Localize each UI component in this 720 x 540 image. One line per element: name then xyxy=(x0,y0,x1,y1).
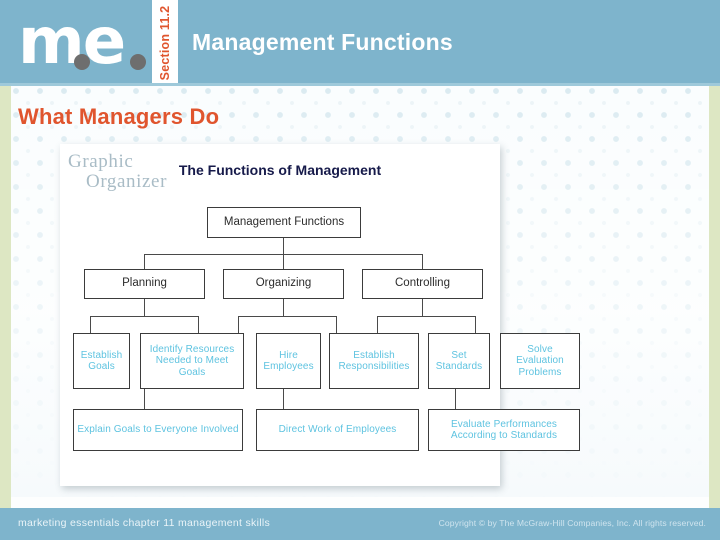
logo-text: me xyxy=(18,5,126,79)
connector-controlling-child3 xyxy=(455,389,457,409)
graphic-organizer-panel: Graphic Organizer The Functions of Manag… xyxy=(60,144,580,486)
chart-node-set-standards: Set Standards xyxy=(428,333,490,389)
left-edge-strip xyxy=(0,0,11,540)
section-label: Section 11.2 xyxy=(158,5,172,81)
connector-controlling-spine xyxy=(422,299,424,316)
chart-node-label: Solve Evaluation Problems xyxy=(516,343,564,378)
logo-dot-right-icon xyxy=(130,54,146,70)
graphic-organizer-label: Graphic Organizer xyxy=(68,152,167,192)
connector-to-organizing xyxy=(283,254,285,269)
chart-node-evaluate-performances: Evaluate Performances According to Stand… xyxy=(428,409,580,451)
connector-to-planning xyxy=(144,254,146,269)
graphic-organizer-line1: Graphic xyxy=(68,151,134,172)
section-heading: What Managers Do xyxy=(18,104,220,129)
connector-planning-spine xyxy=(144,299,146,316)
org-chart: Management Functions Planning Organizing… xyxy=(60,144,580,486)
connector-controlling-child2 xyxy=(475,316,477,333)
graphic-organizer-line2: Organizer xyxy=(86,171,168,192)
footer-right-edge-strip xyxy=(709,497,720,508)
right-edge-strip xyxy=(709,0,720,540)
footer-course-info: marketing essentials chapter 11 manageme… xyxy=(18,517,271,529)
connector-organizing-spine xyxy=(283,299,285,316)
chart-node-controlling: Controlling xyxy=(362,269,483,299)
connector-root-stem xyxy=(283,238,285,254)
chart-node-organizing: Organizing xyxy=(223,269,344,299)
chart-node-solve-evaluation-problems: Solve Evaluation Problems xyxy=(500,333,580,389)
chart-node-planning: Planning xyxy=(84,269,205,299)
chart-node-establish-responsibilities: Establish Responsibilities xyxy=(329,333,419,389)
slide-header: me Section 11.2 Management Functions xyxy=(0,0,720,86)
chart-node-hire-employees: Hire Employees xyxy=(256,333,321,389)
connector-planning-bus xyxy=(90,316,198,318)
chart-node-label: Organizing xyxy=(255,277,312,290)
chart-node-label: Planning xyxy=(122,277,167,290)
connector-planning-child3 xyxy=(144,389,146,409)
connector-controlling-bus xyxy=(377,316,475,318)
connector-organizing-child2 xyxy=(336,316,338,333)
footer-left-edge-strip xyxy=(0,497,11,508)
chart-node-label: Hire Employees xyxy=(263,349,314,373)
page-title: Management Functions xyxy=(192,29,453,55)
chart-node-label: Evaluate Performances According to Stand… xyxy=(450,418,558,442)
logo-dot-left-icon xyxy=(74,54,90,70)
chart-node-label: Establish Responsibilities xyxy=(338,349,410,373)
chart-node-root: Management Functions xyxy=(207,207,361,238)
chart-node-label: Identify Resources Needed to Meet Goals xyxy=(149,343,235,378)
connector-planning-child1 xyxy=(90,316,92,333)
chart-node-label: Establish Goals xyxy=(80,349,123,373)
chart-node-label: Direct Work of Employees xyxy=(278,424,397,436)
connector-organizing-child1 xyxy=(238,316,240,333)
connector-to-controlling xyxy=(422,254,424,269)
connector-organizing-bus xyxy=(238,316,336,318)
chart-node-direct-work: Direct Work of Employees xyxy=(256,409,419,451)
connector-planning-child2 xyxy=(198,316,200,333)
connector-organizing-child3 xyxy=(283,389,285,409)
connector-controlling-child1 xyxy=(377,316,379,333)
marketing-essentials-logo: me xyxy=(18,8,146,76)
chart-node-identify-resources: Identify Resources Needed to Meet Goals xyxy=(140,333,244,389)
chart-node-label: Explain Goals to Everyone Involved xyxy=(77,424,239,436)
chart-node-label: Management Functions xyxy=(223,215,345,228)
chart-node-explain-goals: Explain Goals to Everyone Involved xyxy=(73,409,243,451)
chart-node-establish-goals: Establish Goals xyxy=(73,333,130,389)
section-tab: Section 11.2 xyxy=(152,0,178,86)
slide-footer: marketing essentials chapter 11 manageme… xyxy=(0,508,720,540)
footer-copyright: Copyright © by The McGraw-Hill Companies… xyxy=(438,518,706,528)
chart-node-label: Set Standards xyxy=(435,349,483,373)
chart-title: The Functions of Management xyxy=(178,162,382,178)
chart-node-label: Controlling xyxy=(395,277,450,290)
